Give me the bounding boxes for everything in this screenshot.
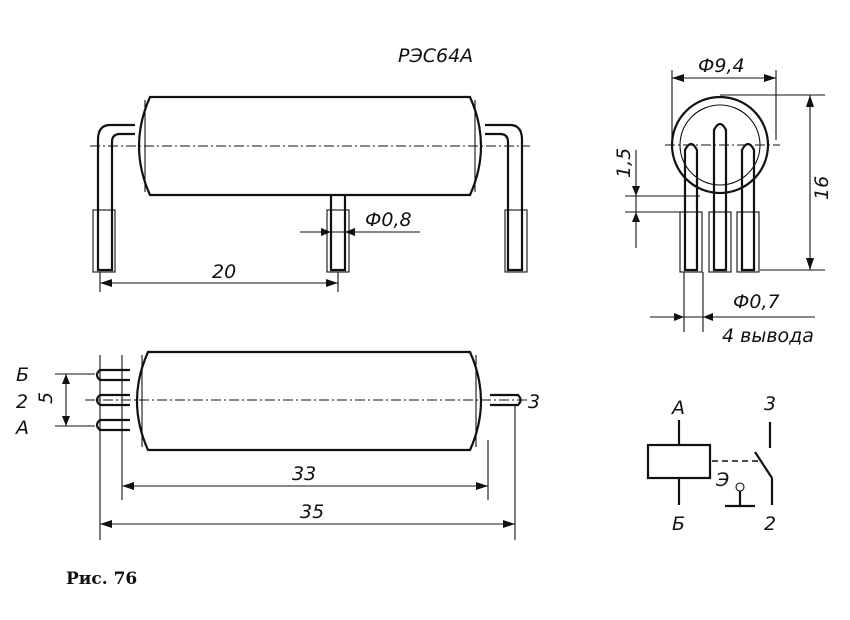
end-view: Ф9,4 16 1,5 Ф0,7 4 вывода (613, 55, 833, 347)
contact-bottom-label: 2 (764, 513, 776, 535)
schematic: А Б 3 2 Э (646, 393, 776, 535)
screen-label: Э (715, 469, 729, 491)
coil-bottom-label: Б (672, 513, 685, 535)
pin-diameter-label: Ф0,8 (365, 209, 412, 231)
top-view: 20 Ф0,8 (90, 95, 530, 292)
height-label: 16 (811, 176, 833, 200)
body-length-label: 33 (292, 463, 316, 485)
contact-top-label: 3 (764, 393, 776, 415)
body-diameter-label: Ф9,4 (698, 55, 745, 77)
lead-count-label: 4 вывода (722, 325, 814, 347)
right-lead-label: 3 (528, 391, 540, 413)
lead-pitch-label: 5 (35, 392, 57, 404)
lead-label-b: Б (16, 364, 29, 386)
lead-label-2: 2 (16, 391, 28, 413)
coil-top-label: А (670, 397, 685, 419)
drawing-title: РЭС64А (398, 45, 473, 67)
offset-label: 1,5 (613, 148, 635, 178)
lead-diameter-label: Ф0,7 (733, 291, 780, 313)
pin-spacing-label: 20 (212, 261, 236, 283)
total-length-label: 35 (300, 501, 324, 523)
side-view: Б 2 А 5 3 33 35 (14, 350, 540, 540)
figure-caption: Рис. 76 (66, 569, 137, 589)
lead-label-a: А (14, 417, 29, 439)
